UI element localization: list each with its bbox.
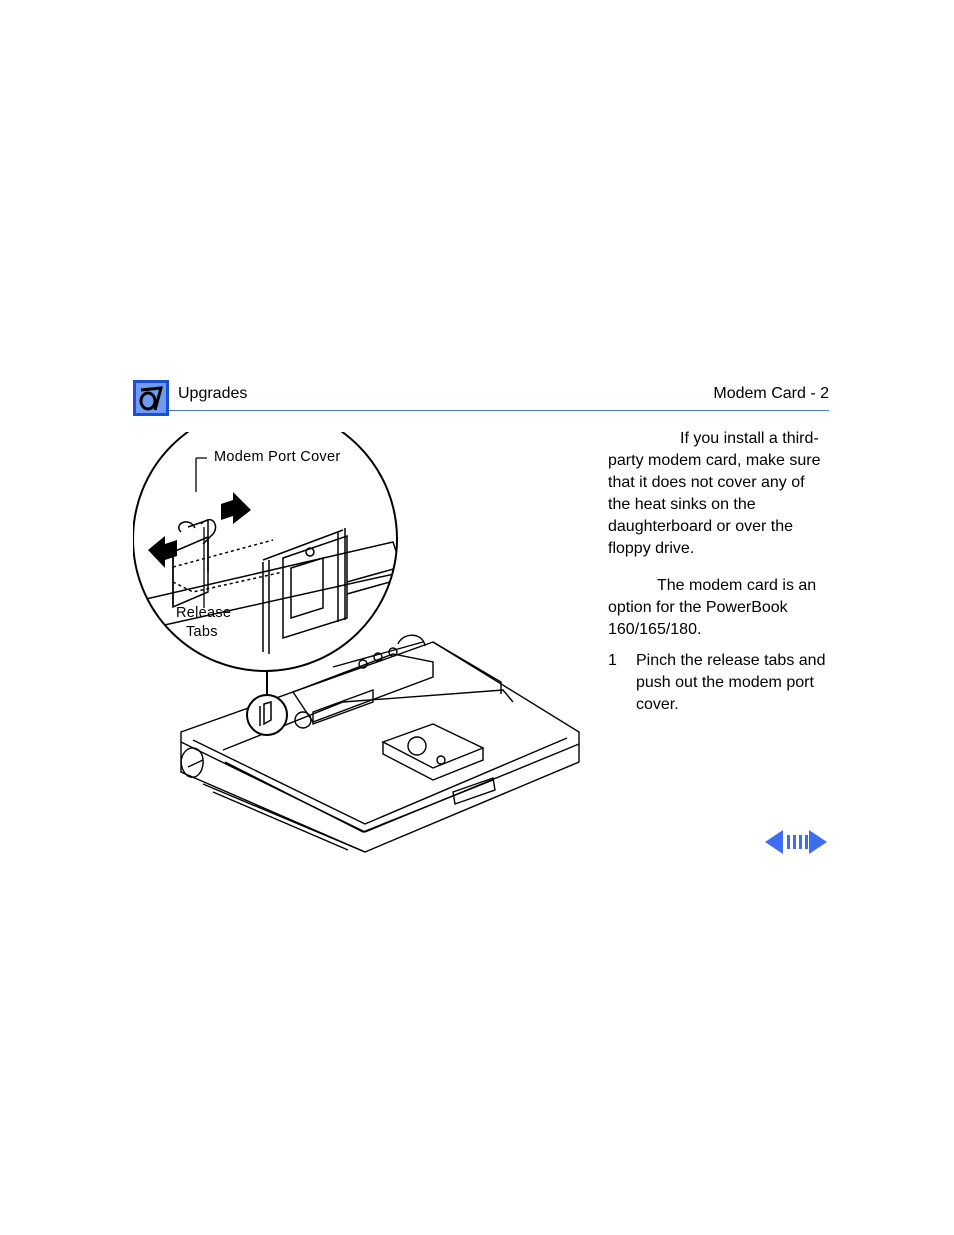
modem-card-illustration: Modem Port Cover Release Tabs: [132, 406, 583, 854]
label-release: Release: [176, 605, 232, 621]
label-tabs: Tabs: [186, 624, 218, 640]
note-text: The modem card is an option for the Powe…: [608, 577, 817, 638]
step-text: Pinch the release tabs and push out the …: [636, 652, 826, 713]
step-number: 1: [608, 652, 617, 669]
page-title: Modem Card - 2: [713, 385, 829, 402]
page-browse-icon[interactable]: [787, 835, 808, 849]
right-arrow-icon[interactable]: [809, 830, 827, 854]
section-title: Upgrades: [178, 385, 248, 402]
apple-service-logo-icon: [133, 380, 169, 416]
note-paragraph: The modem card is an option for the Powe…: [608, 575, 830, 641]
warning-text: If you install a third-party modem card,…: [608, 430, 821, 557]
header-divider: [169, 410, 829, 411]
powerbook-diagram: [132, 406, 580, 853]
left-arrow-icon[interactable]: [765, 830, 783, 854]
page-header: Upgrades Modem Card - 2: [133, 380, 829, 416]
label-modem-port-cover: Modem Port Cover: [214, 449, 341, 465]
warning-paragraph: If you install a third-party modem card,…: [608, 428, 830, 560]
page-navigation: [765, 830, 827, 854]
